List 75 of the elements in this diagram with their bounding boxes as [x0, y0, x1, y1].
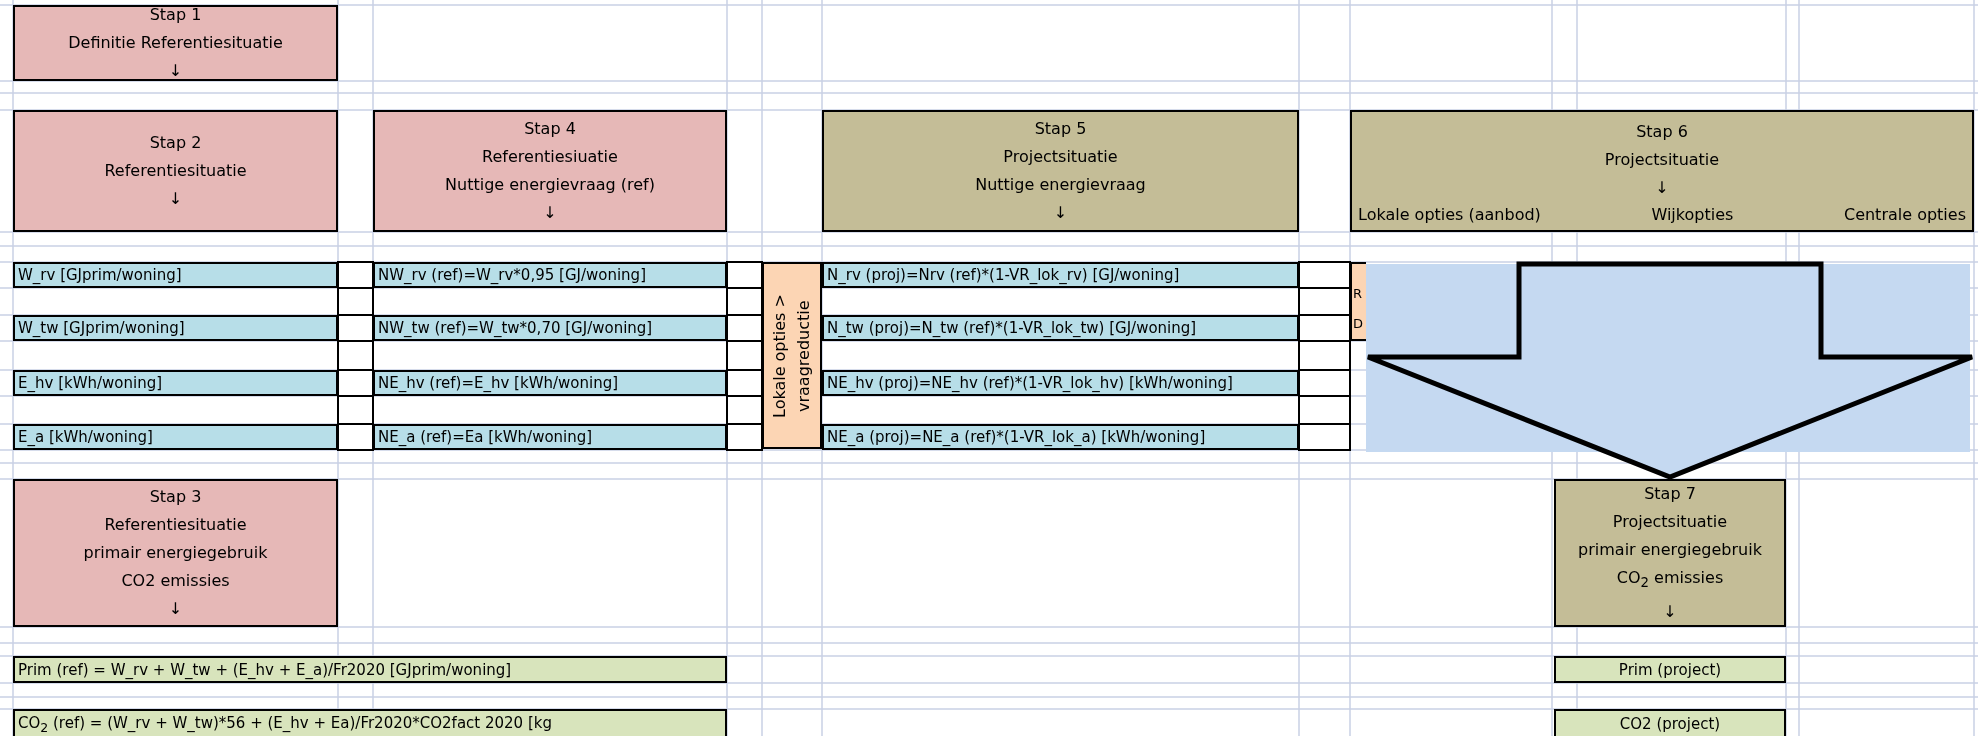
formula-cell	[373, 370, 727, 396]
cell-text: R	[1353, 286, 1363, 301]
cell-text: ↓	[168, 598, 183, 620]
cell-text: Stap 1	[149, 4, 202, 26]
block-arrow	[1365, 261, 1975, 480]
cell-text: Lokale opties (aanbod)	[1358, 204, 1541, 226]
cell-text: Projectsituatie	[1612, 511, 1728, 534]
formula-cell	[822, 262, 1299, 288]
formula-cell	[373, 262, 727, 288]
cell-text: W_rv [GJprim/woning]	[18, 266, 182, 284]
formula-cell	[13, 709, 727, 736]
formula-cell	[13, 262, 338, 288]
cell-text: D	[1353, 316, 1363, 331]
cell-text: primair energiegebruik	[1578, 539, 1762, 562]
step-box	[1350, 110, 1974, 232]
cell-text: E_a [kWh/woning]	[18, 428, 153, 446]
cell-text: Stap 6	[1636, 121, 1688, 143]
cell-text: Wijkopties	[1651, 204, 1734, 226]
cell-text: Projectsituatie	[1604, 149, 1720, 171]
cell-text: E_hv [kWh/woning]	[18, 374, 163, 392]
cell-text: Stap 4	[524, 118, 576, 140]
cell-text: ↓	[1663, 600, 1677, 623]
formula-cell	[822, 424, 1299, 450]
step-box	[13, 479, 338, 627]
cell-text: Stap 7	[1644, 483, 1696, 506]
step-box	[822, 110, 1299, 232]
cell-text: Referentiesituatie	[104, 514, 247, 536]
step-box	[13, 5, 338, 81]
cell-text: CO2 (project)	[1619, 715, 1721, 733]
cell-text: NE_hv (ref)=E_hv [kWh/woning]	[378, 374, 619, 392]
result-cell	[1554, 709, 1786, 736]
cell-text: Nuttige energievraag	[975, 174, 1146, 196]
cell-text: Referentiesituatie	[104, 160, 247, 182]
formula-cell	[13, 315, 338, 341]
formula-cell	[822, 315, 1299, 341]
cell-text: Stap 2	[149, 132, 202, 154]
cell-text: CO2 emissies	[121, 570, 230, 592]
cell-text: N_tw (proj)=N_tw (ref)*(1-VR_lok_tw) [GJ/woning]	[827, 319, 1197, 337]
cell-text: Nuttige energievraag (ref)	[445, 174, 655, 196]
cell-text: CO$_{2}$ emissies	[1616, 567, 1724, 593]
cell-text: NE_a (proj)=NE_a (ref)*(1-VR_lok_a) [kWh/woning]	[827, 428, 1206, 446]
cell-text: W_tw [GJprim/woning]	[18, 319, 185, 337]
cell-text: NE_a (ref)=Ea [kWh/woning]	[378, 428, 593, 446]
cell-text: Stap 5	[1034, 118, 1087, 140]
formula-cell	[822, 370, 1299, 396]
cell-text: Prim (ref) = W_rv + W_tw + (E_hv + E_a)/Fr2020 [GJprim/woning]	[18, 660, 512, 679]
cell-text: ↓	[543, 202, 557, 224]
step-box	[1554, 479, 1786, 627]
cell-text: ↓	[168, 188, 183, 210]
option-box	[762, 262, 822, 449]
cell-text: Lokale opties > vraagreductie	[769, 292, 814, 420]
cell-text: N_rv (proj)=Nrv (ref)*(1-VR_lok_rv) [GJ/woning]	[827, 266, 1180, 284]
formula-cell	[373, 424, 727, 450]
cell-text: Prim (project)	[1618, 660, 1722, 679]
step-box	[373, 110, 727, 232]
cell-text: ↓	[1655, 177, 1669, 199]
formula-cell	[13, 370, 338, 396]
cell-text: Centrale opties	[1843, 204, 1966, 226]
formula-cell	[13, 656, 727, 683]
step-box	[13, 110, 338, 232]
cell-text: primair energiegebruik	[83, 542, 268, 564]
cell-text: CO$_{2}$ (ref) = (W_rv + W_tw)*56 + (E_hv + Ea)/Fr2020*CO2fact 2020 [kg	[18, 713, 552, 735]
cell-text: Definitie Referentiesituatie	[68, 32, 283, 54]
cell-text: NW_tw (ref)=W_tw*0,70 [GJ/woning]	[378, 319, 653, 337]
cell-text: ↓	[168, 60, 183, 82]
cell-text: Referentiesiuatie	[482, 146, 618, 168]
formula-cell	[13, 424, 338, 450]
result-cell	[1554, 656, 1786, 683]
cell-text: NE_hv (proj)=NE_hv (ref)*(1-VR_lok_hv) [kWh/woning]	[827, 374, 1233, 392]
cell-text: NW_rv (ref)=W_rv*0,95 [GJ/woning]	[378, 266, 646, 284]
cell-text: Projectsituatie	[1003, 146, 1118, 168]
option-box	[1350, 262, 1366, 341]
cell-text: ↓	[1053, 202, 1068, 224]
formula-cell	[373, 315, 727, 341]
cell-text: Stap 3	[149, 486, 202, 508]
